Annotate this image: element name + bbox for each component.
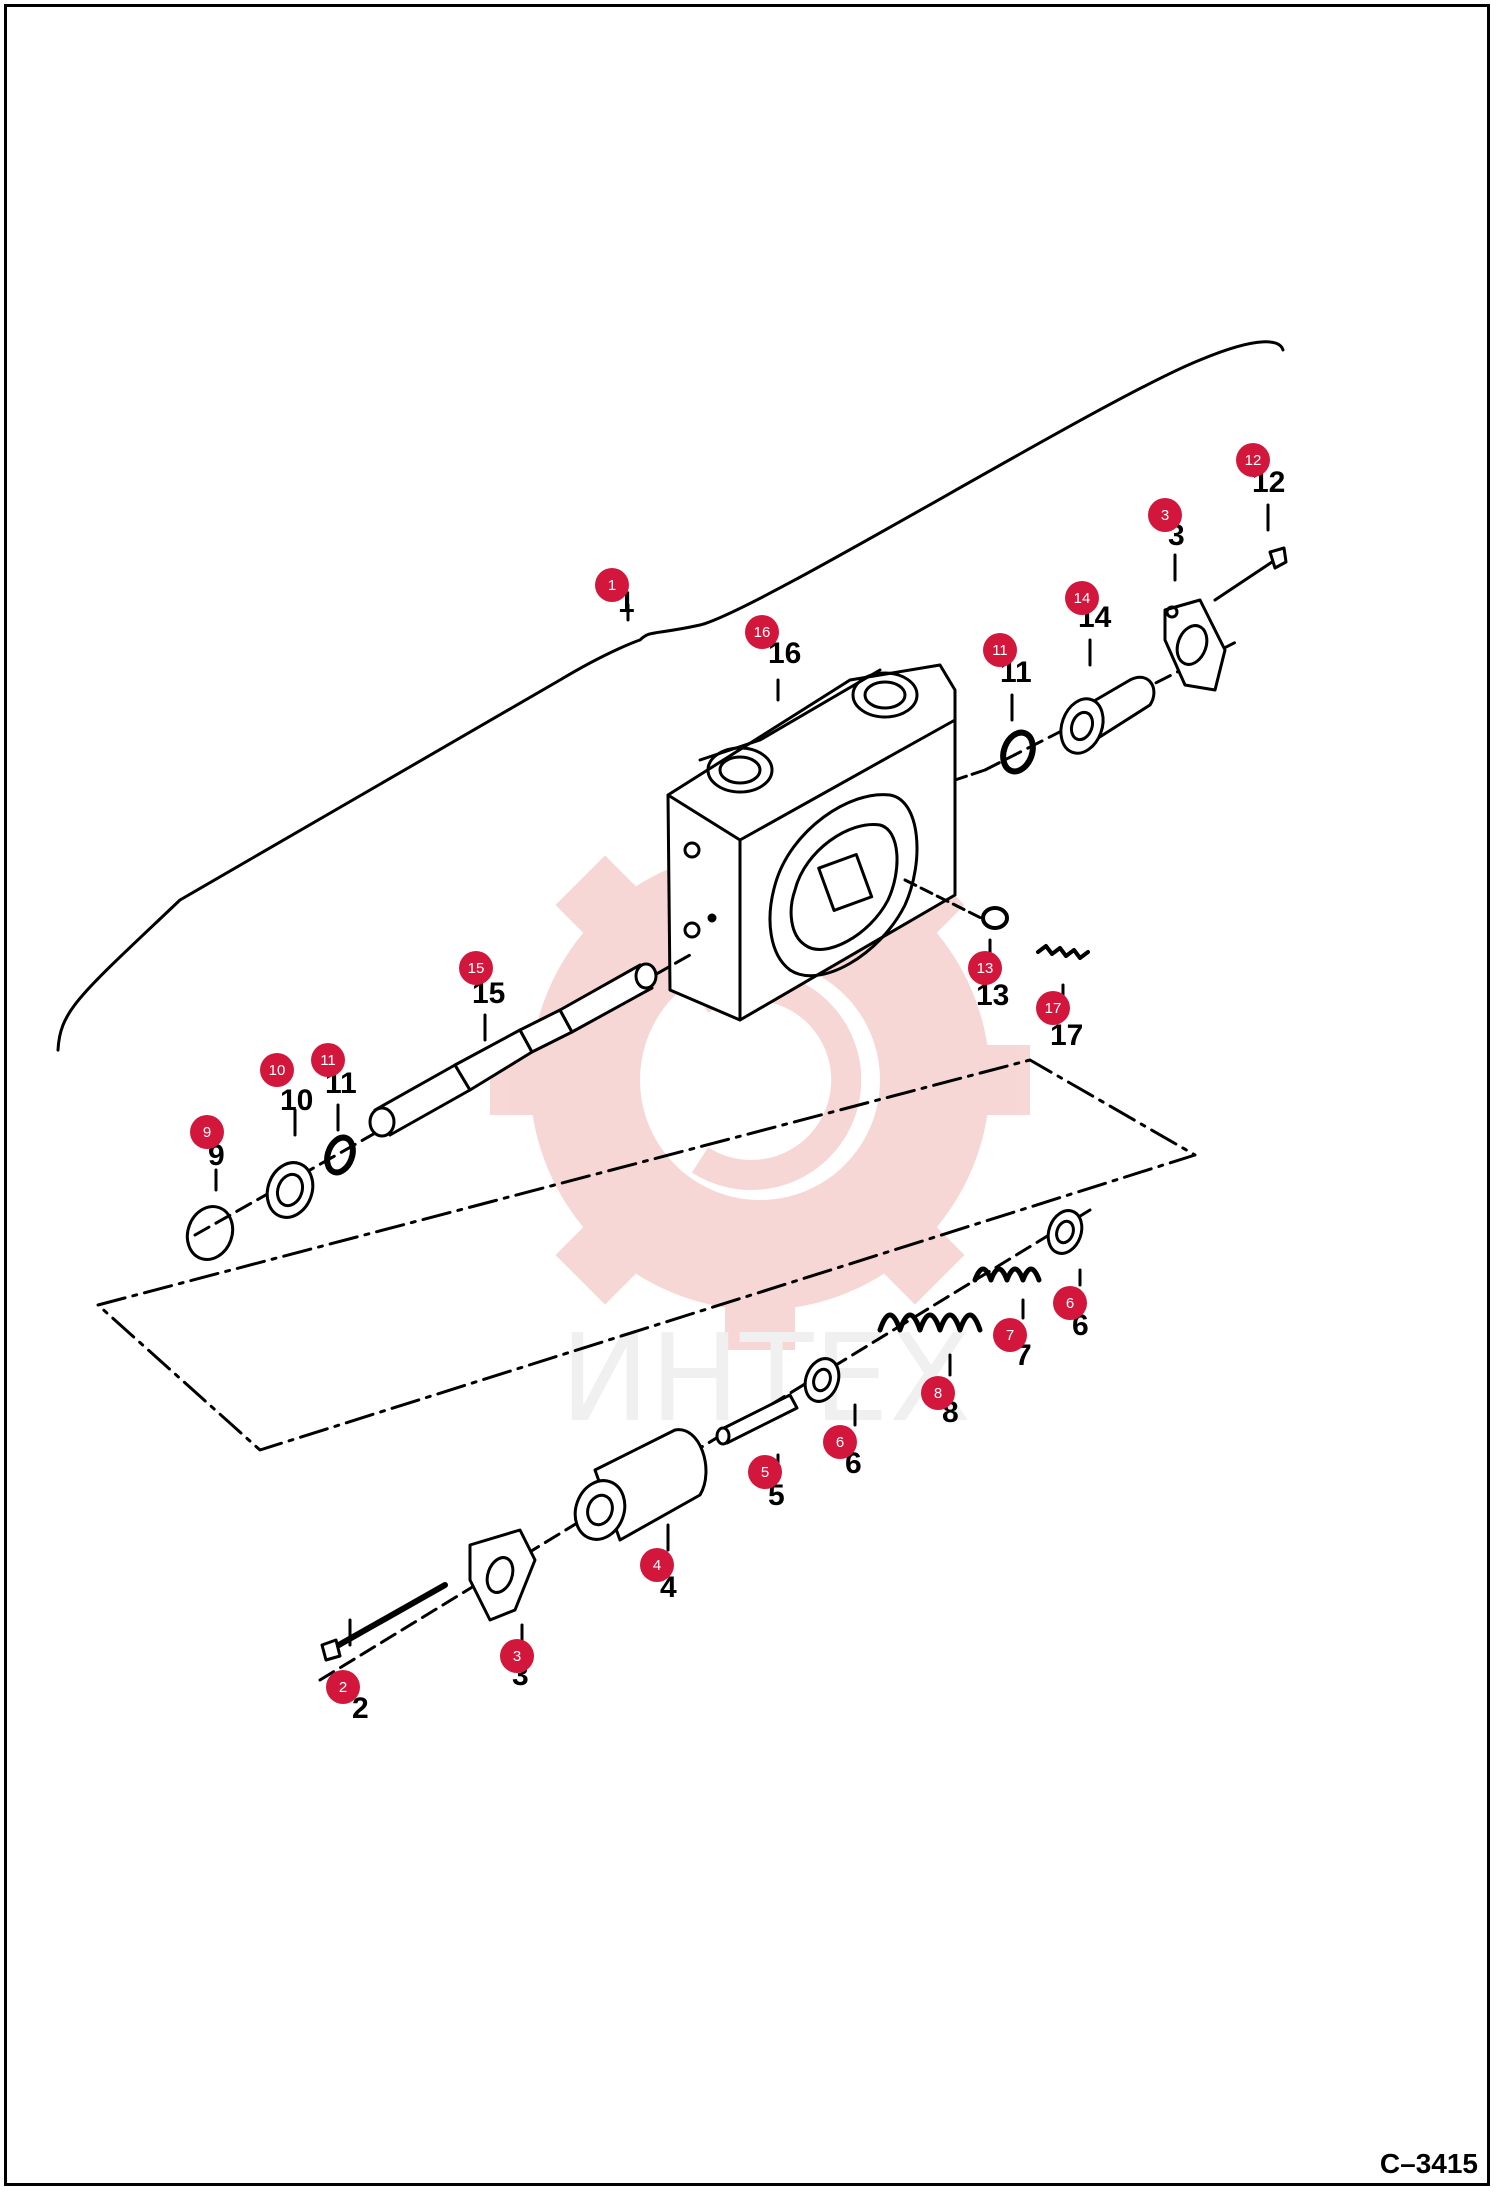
plug-13 xyxy=(981,906,1009,930)
svg-text:16: 16 xyxy=(754,624,771,641)
spring-17 xyxy=(1036,944,1090,960)
bolt-12 xyxy=(1213,546,1288,602)
svg-text:4: 4 xyxy=(653,1557,661,1574)
watermark-text: ИНТЕХ xyxy=(560,1310,971,1449)
svg-text:14: 14 xyxy=(1074,590,1091,607)
marker-part-12[interactable]: 12 xyxy=(1236,443,1270,477)
marker-part-7[interactable]: 7 xyxy=(993,1318,1027,1352)
marker-part-11-top[interactable]: 11 xyxy=(983,633,1017,667)
svg-text:2: 2 xyxy=(339,1679,347,1696)
marker-part-11-left[interactable]: 11 xyxy=(311,1043,345,1077)
marker-part-9[interactable]: 9 xyxy=(190,1115,224,1149)
svg-text:7: 7 xyxy=(1006,1327,1014,1344)
o-ring-11-left xyxy=(324,1134,356,1176)
svg-text:8: 8 xyxy=(934,1385,942,1402)
part-markers: 1 16 11 14 3 12 13 17 15 10 11 9 2 3 4 5… xyxy=(190,443,1270,1704)
marker-part-5[interactable]: 5 xyxy=(748,1455,782,1489)
assembly-outline-dashed xyxy=(96,1058,1197,1452)
svg-text:11: 11 xyxy=(320,1052,336,1069)
marker-part-1[interactable]: 1 xyxy=(595,568,629,602)
svg-text:6: 6 xyxy=(1066,1295,1074,1312)
o-ring-9 xyxy=(185,1205,235,1261)
cap-4 xyxy=(573,1428,708,1542)
cap-14 xyxy=(1059,676,1156,755)
marker-part-6-upper[interactable]: 6 xyxy=(1053,1286,1087,1320)
marker-part-6-lower[interactable]: 6 xyxy=(823,1425,857,1459)
plug-10 xyxy=(265,1161,315,1219)
svg-text:3: 3 xyxy=(513,1648,521,1665)
svg-text:1: 1 xyxy=(608,577,616,594)
marker-part-14[interactable]: 14 xyxy=(1065,581,1099,615)
marker-part-15[interactable]: 15 xyxy=(459,951,493,985)
marker-part-17[interactable]: 17 xyxy=(1036,991,1070,1025)
spool-15 xyxy=(368,962,658,1138)
label-part-2: 2 xyxy=(352,1692,369,1725)
assembly-bracket xyxy=(56,340,1285,1052)
marker-part-16[interactable]: 16 xyxy=(745,615,779,649)
bolt-2 xyxy=(320,1582,448,1662)
pin-5 xyxy=(715,1393,799,1446)
flange-3-lower xyxy=(468,1528,537,1622)
svg-text:15: 15 xyxy=(468,960,485,977)
o-ring-11-top xyxy=(1000,729,1036,775)
marker-part-3-top[interactable]: 3 xyxy=(1148,498,1182,532)
marker-part-8[interactable]: 8 xyxy=(921,1376,955,1410)
seat-6-upper xyxy=(1046,1209,1084,1255)
svg-text:13: 13 xyxy=(977,960,994,977)
svg-text:6: 6 xyxy=(836,1434,844,1451)
figure-code: C–3415 xyxy=(1379,2148,1478,2179)
seat-6-lower xyxy=(803,1357,841,1403)
valve-body xyxy=(666,663,987,1022)
svg-text:12: 12 xyxy=(1245,452,1262,469)
spring-7 xyxy=(972,1266,1042,1283)
svg-text:9: 9 xyxy=(203,1124,211,1141)
svg-text:11: 11 xyxy=(992,642,1008,659)
flange-3-top xyxy=(1163,598,1227,692)
diagram-frame xyxy=(4,4,1490,2186)
svg-text:17: 17 xyxy=(1045,1000,1062,1017)
spring-8 xyxy=(877,1312,983,1333)
marker-part-10[interactable]: 10 xyxy=(260,1053,294,1087)
marker-part-2[interactable]: 2 xyxy=(326,1670,360,1704)
marker-part-3-lower[interactable]: 3 xyxy=(500,1639,534,1673)
svg-text:10: 10 xyxy=(269,1062,286,1079)
marker-part-13[interactable]: 13 xyxy=(968,951,1002,985)
marker-part-4[interactable]: 4 xyxy=(640,1548,674,1582)
svg-text:5: 5 xyxy=(761,1464,769,1481)
svg-text:3: 3 xyxy=(1161,507,1169,524)
label-part-10: 10 xyxy=(280,1084,313,1117)
